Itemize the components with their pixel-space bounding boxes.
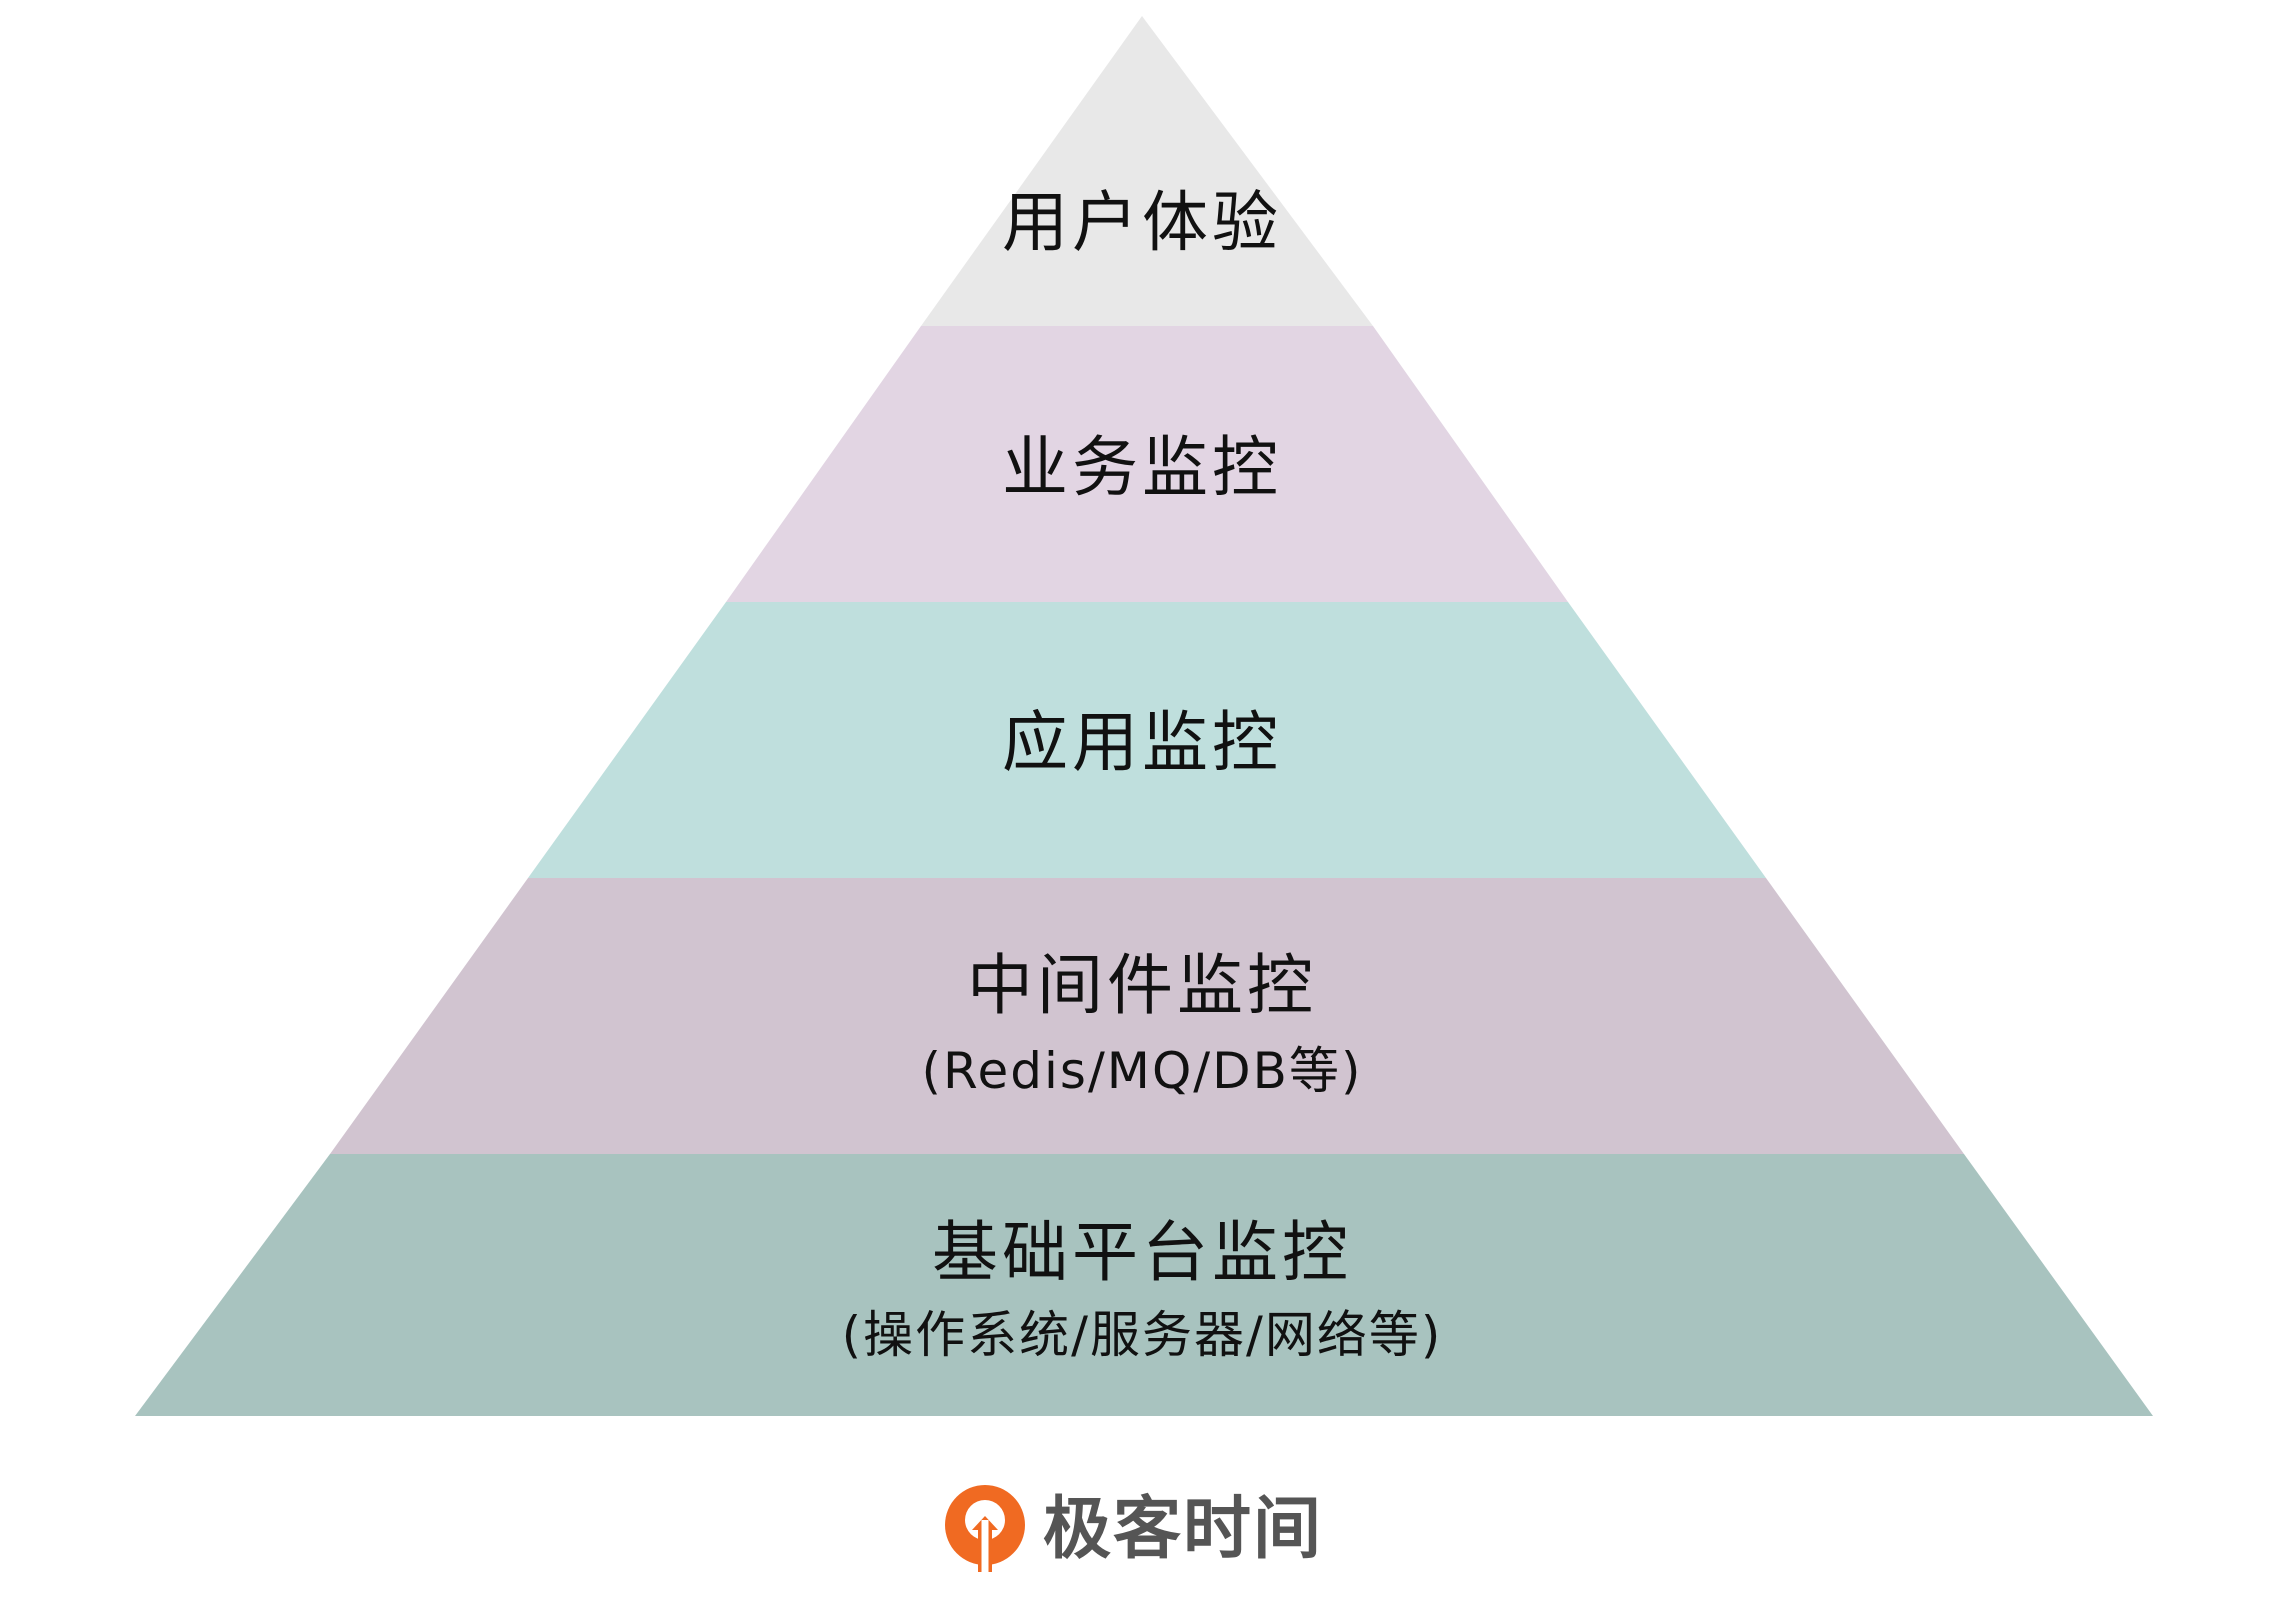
pyramid-level-1-title: 用户体验 [1002,184,1282,261]
pyramid-level-3 [528,602,1766,878]
pyramid-level-5-subtitle: (操作系统/服务器/网络等) [842,1306,1443,1364]
pyramid-level-4-subtitle: (Redis/MQ/DB等) [922,1042,1363,1100]
pyramid-level-4-title: 中间件监控 [967,947,1317,1024]
pyramid-level-5-title: 基础平台监控 [932,1214,1352,1291]
pyramid-level-3-title: 应用监控 [1002,704,1282,781]
pyramid-level-1 [921,16,1373,326]
brand-name: 极客时间 [1043,1490,1323,1569]
pyramid-level-4 [330,878,1964,1154]
pyramid-level-5 [135,1154,2153,1416]
geektime-logo-icon [945,1485,1025,1572]
pyramid-level-2-title: 业务监控 [1002,429,1282,506]
pyramid-level-2 [726,326,1568,602]
brand-logo: 极客时间 [945,1485,1323,1572]
